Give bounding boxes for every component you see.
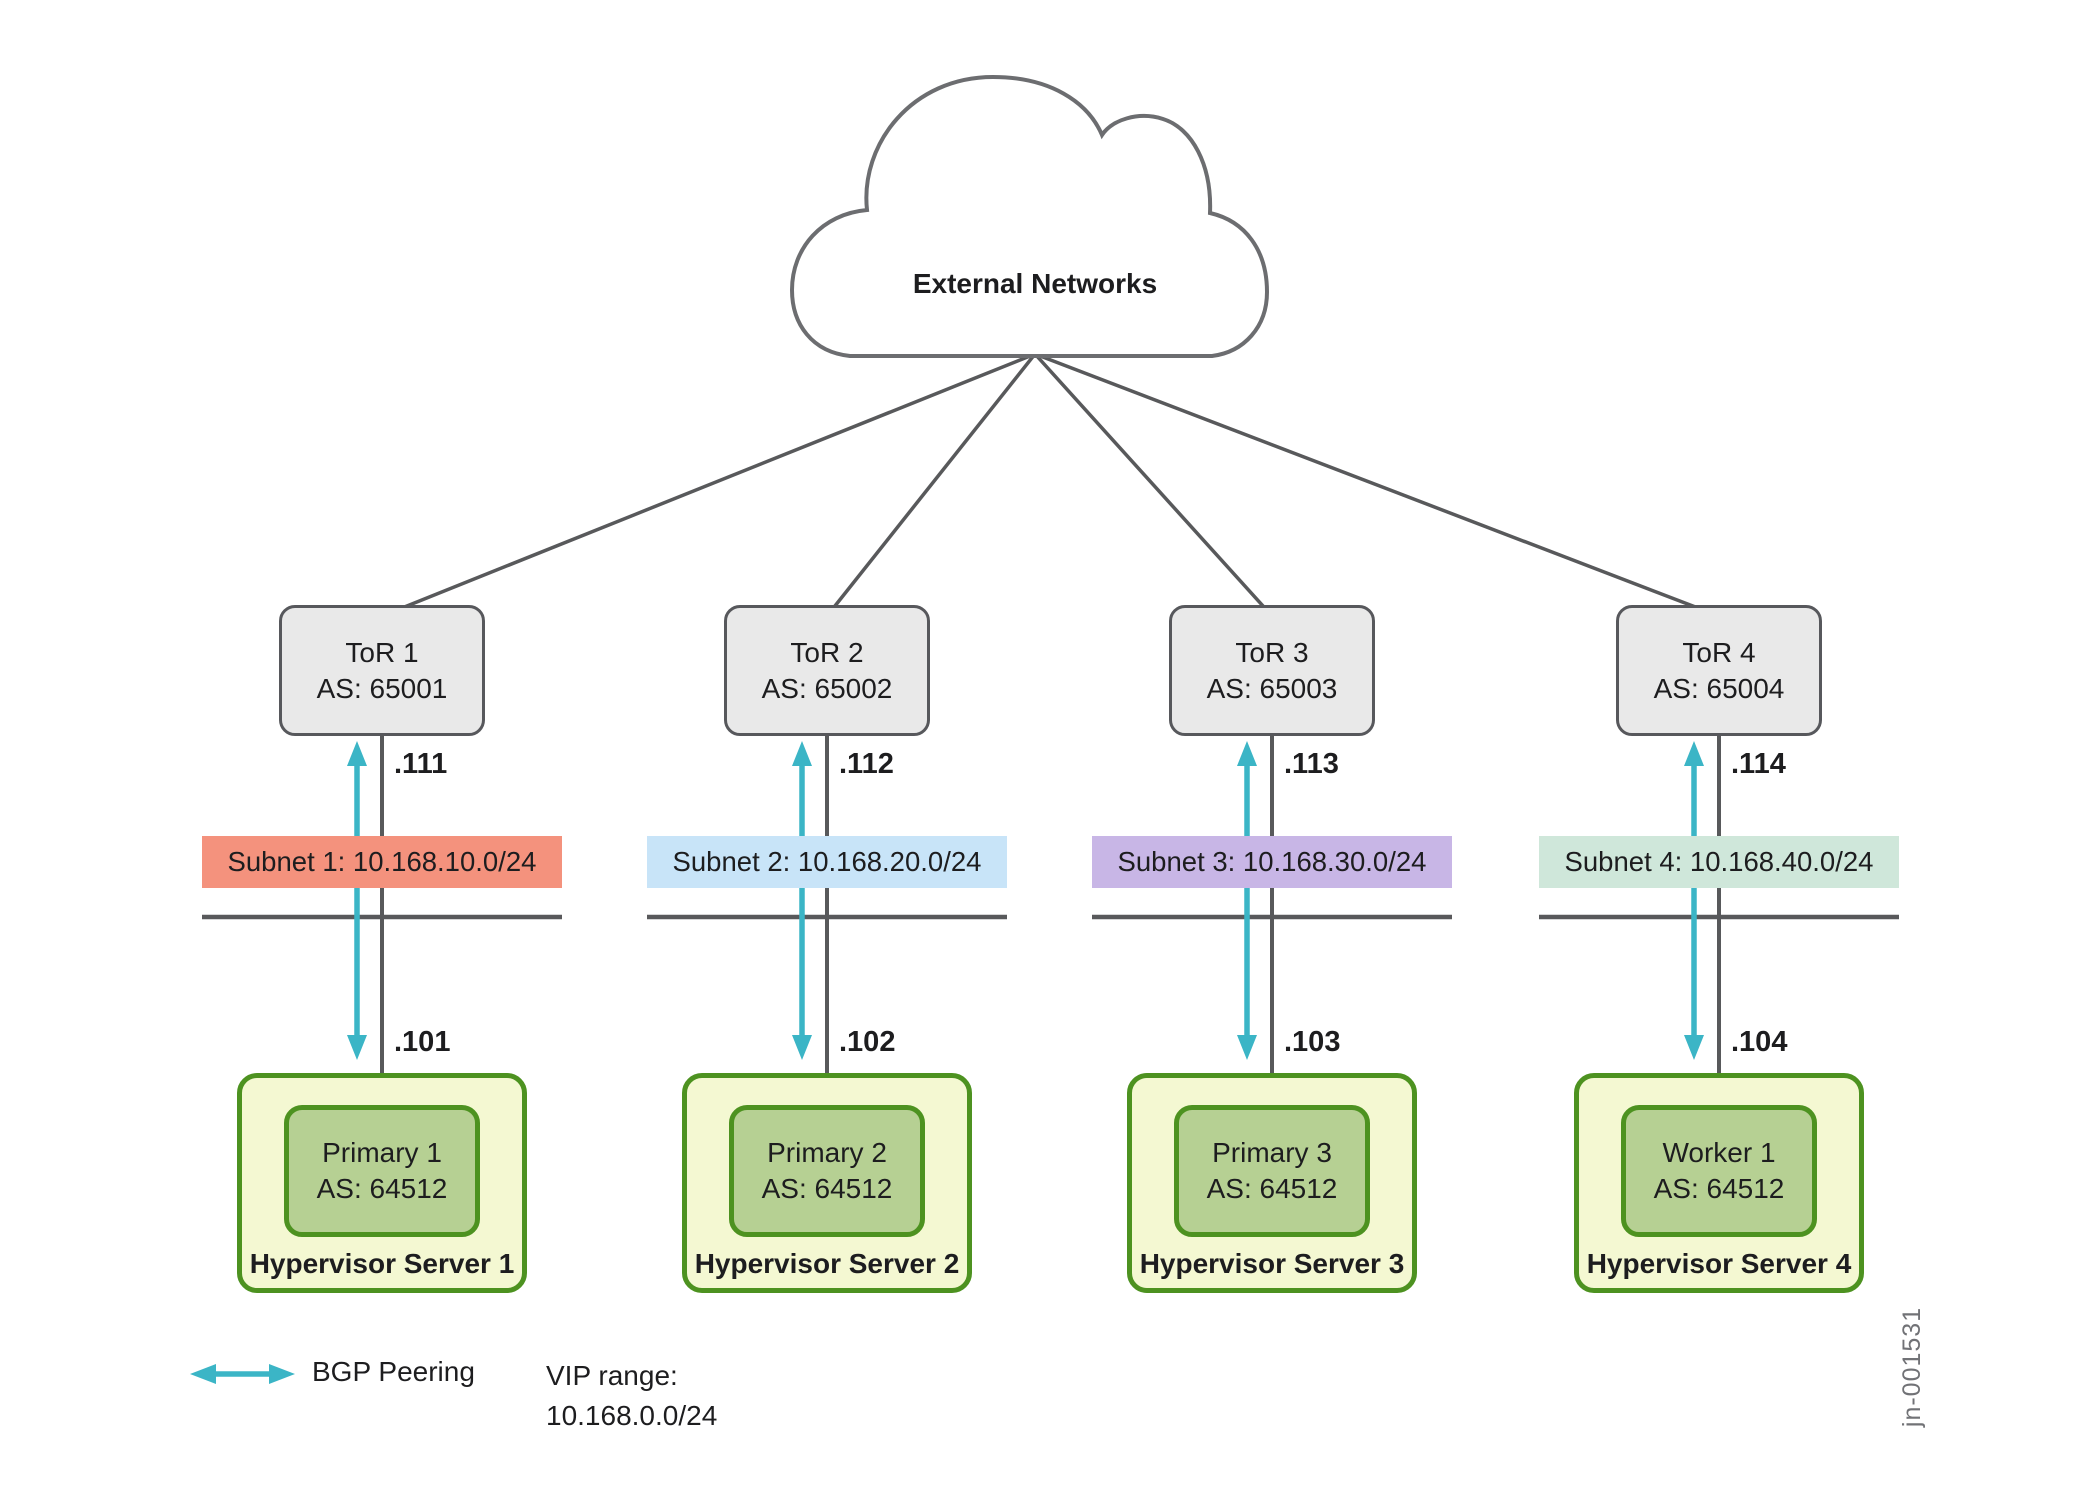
hypervisor-server2-box: Primary 2 AS: 64512 Hypervisor Server 2 — [682, 1073, 972, 1293]
primary3-vm-box: Primary 3 AS: 64512 — [1174, 1105, 1370, 1237]
bgp-peering-arrow-3 — [1237, 741, 1257, 1060]
tor2-name: ToR 2 — [790, 636, 864, 668]
external-networks-cloud-shape — [789, 74, 1270, 358]
vm3-name: Primary 3 — [1212, 1137, 1332, 1168]
tor3-box: ToR 3 AS: 65003 — [1169, 605, 1375, 736]
legend-bgp-label: BGP Peering — [312, 1356, 475, 1387]
tor4-name: ToR 4 — [1682, 636, 1756, 668]
bgp-peering-arrow-1 — [347, 741, 367, 1060]
subnet3-label: Subnet 3: 10.168.30.0/24 — [1092, 836, 1452, 888]
vm4-name: Worker 1 — [1662, 1137, 1776, 1168]
tor1-port-label: .111 — [394, 748, 448, 780]
vm3-as: AS: 64512 — [1206, 1173, 1338, 1204]
uplink-line-tor2 — [825, 352, 1037, 618]
tor2-box: ToR 2 AS: 65002 — [724, 605, 930, 736]
primary2-vm-box: Primary 2 AS: 64512 — [729, 1105, 925, 1237]
vm1-as: AS: 64512 — [316, 1173, 448, 1204]
tor3-as: AS: 65003 — [1206, 672, 1338, 704]
uplink-line-tor3 — [1033, 352, 1274, 618]
tor1-box: ToR 1 AS: 65001 — [279, 605, 485, 736]
server2-name: Hypervisor Server 2 — [694, 1248, 960, 1279]
hypervisor-server1-box: Primary 1 AS: 64512 Hypervisor Server 1 — [237, 1073, 527, 1293]
tor3-port-label: .113 — [1284, 748, 1339, 780]
server4-port-label: .104 — [1731, 1026, 1788, 1058]
vm2-as: AS: 64512 — [761, 1173, 893, 1204]
vm1-name: Primary 1 — [322, 1137, 442, 1168]
vm4-as: AS: 64512 — [1653, 1173, 1785, 1204]
uplink-line-tor1 — [381, 352, 1036, 618]
tor2-as: AS: 65002 — [761, 672, 893, 704]
server3-name: Hypervisor Server 3 — [1139, 1248, 1405, 1279]
primary1-vm-box: Primary 1 AS: 64512 — [284, 1105, 480, 1237]
server4-name: Hypervisor Server 4 — [1586, 1248, 1852, 1279]
tor2-port-label: .112 — [839, 748, 894, 780]
hypervisor-server4-box: Worker 1 AS: 64512 Hypervisor Server 4 — [1574, 1073, 1864, 1293]
uplink-line-tor4 — [1034, 352, 1720, 618]
legend-bgp-arrow-icon — [190, 1364, 295, 1384]
server1-port-label: .101 — [394, 1026, 451, 1058]
vm2-name: Primary 2 — [767, 1137, 887, 1168]
tor1-as: AS: 65001 — [316, 672, 448, 704]
subnet1-label: Subnet 1: 10.168.10.0/24 — [202, 836, 562, 888]
subnet4-label: Subnet 4: 10.168.40.0/24 — [1539, 836, 1899, 888]
legend-vip-line2: 10.168.0.0/24 — [546, 1400, 718, 1431]
server2-port-label: .102 — [839, 1026, 896, 1058]
worker1-vm-box: Worker 1 AS: 64512 — [1621, 1105, 1817, 1237]
subnet2-label: Subnet 2: 10.168.20.0/24 — [647, 836, 1007, 888]
tor4-as: AS: 65004 — [1653, 672, 1785, 704]
server3-port-label: .103 — [1284, 1026, 1341, 1058]
legend-vip-line1: VIP range: — [546, 1360, 678, 1391]
tor1-name: ToR 1 — [345, 636, 419, 668]
bgp-peering-arrow-2 — [792, 741, 812, 1060]
tor4-box: ToR 4 AS: 65004 — [1616, 605, 1822, 736]
legend-vip-range: VIP range: 10.168.0.0/24 — [546, 1356, 717, 1436]
bgp-peering-arrow-4 — [1684, 741, 1704, 1060]
figure-id-watermark: jn-001531 — [1898, 1306, 1926, 1428]
cloud-label: External Networks — [912, 268, 1158, 299]
tor4-port-label: .114 — [1731, 748, 1786, 780]
tor3-name: ToR 3 — [1235, 636, 1309, 668]
server1-name: Hypervisor Server 1 — [249, 1248, 515, 1279]
hypervisor-server3-box: Primary 3 AS: 64512 Hypervisor Server 3 — [1127, 1073, 1417, 1293]
